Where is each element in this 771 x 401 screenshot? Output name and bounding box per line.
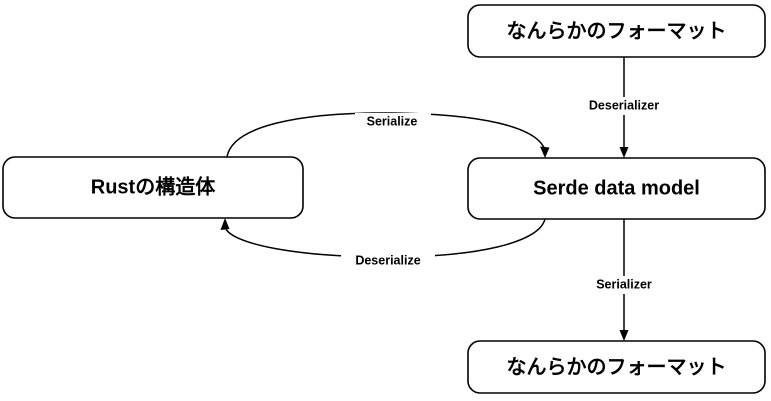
- serialize-label-backdrop: [355, 113, 431, 131]
- deserialize-curve: [224, 218, 546, 258]
- node-serde-model-box[interactable]: [467, 157, 766, 220]
- deserializer-arrow-head: [619, 147, 629, 158]
- node-format-top[interactable]: なんらかのフォーマット: [467, 4, 766, 58]
- deserializer-label-backdrop: [573, 97, 675, 115]
- edge-deserialize: Deserialize: [220, 218, 546, 270]
- node-serde-model-label: Serde data model: [533, 177, 700, 199]
- edge-label-serialize: Serialize: [367, 114, 418, 128]
- node-format-bottom-label: なんらかのフォーマット: [507, 355, 727, 378]
- edge-label-deserializer: Deserializer: [589, 98, 659, 112]
- node-rust-struct-label: Rustの構造体: [91, 174, 216, 198]
- serializer-label-backdrop: [580, 276, 668, 294]
- serializer-arrow-head: [619, 330, 629, 341]
- deserialize-arrow-head: [220, 218, 230, 230]
- node-rust-struct[interactable]: Rustの構造体: [2, 156, 304, 219]
- node-format-top-label: なんらかのフォーマット: [507, 19, 727, 42]
- edge-serialize: Serialize: [226, 112, 550, 158]
- edge-serializer: Serializer: [580, 219, 668, 341]
- edge-deserializer: Deserializer: [573, 57, 675, 158]
- edge-label-serializer: Serializer: [596, 277, 652, 291]
- node-format-bottom-box[interactable]: [467, 340, 766, 394]
- node-format-bottom[interactable]: なんらかのフォーマット: [467, 340, 766, 394]
- node-serde-model[interactable]: Serde data model: [467, 157, 766, 220]
- node-format-top-box[interactable]: [467, 4, 766, 58]
- deserialize-label-backdrop: [341, 252, 435, 270]
- serialize-arrow-head: [540, 146, 550, 158]
- edge-label-deserialize: Deserialize: [355, 253, 420, 267]
- node-rust-struct-box[interactable]: [2, 156, 304, 219]
